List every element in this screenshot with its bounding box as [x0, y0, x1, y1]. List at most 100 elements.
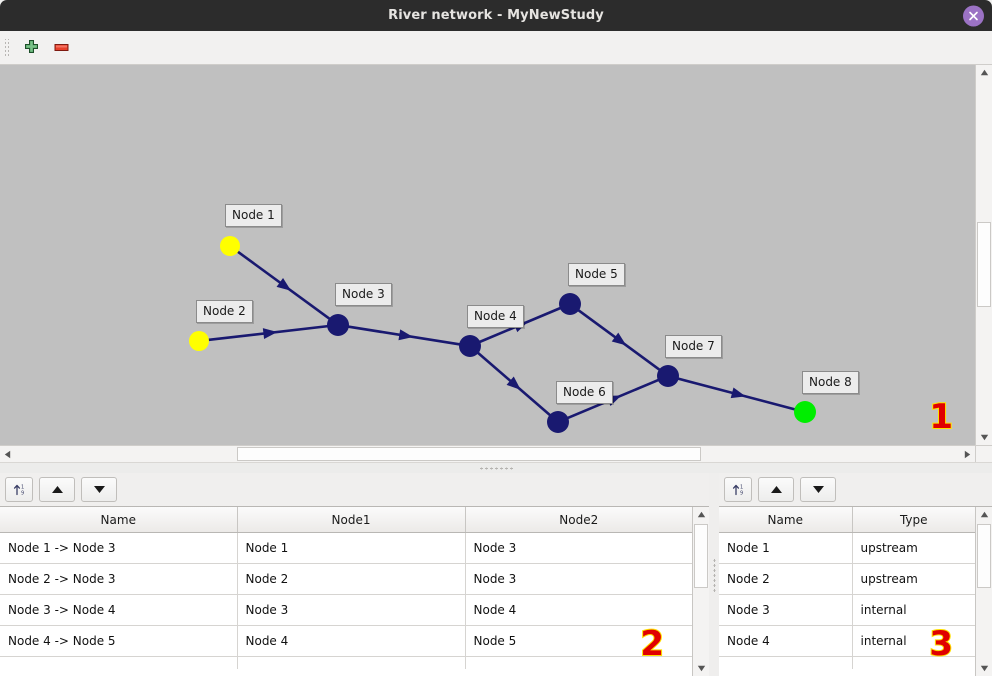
column-header-node2[interactable]: Node2	[465, 507, 692, 533]
sort-icon: 1 9	[13, 485, 24, 497]
svg-text:9: 9	[740, 491, 743, 497]
nodes-vscroll-thumb[interactable]	[977, 524, 991, 588]
table-cell[interactable]: Node 3	[237, 594, 466, 626]
graph-node[interactable]	[220, 236, 240, 256]
table-cell[interactable]: Node 3 -> Node 4	[0, 594, 238, 626]
table-cell[interactable]: Node 3	[465, 532, 692, 564]
graph-node-label[interactable]: Node 4	[467, 305, 524, 328]
graph-node[interactable]	[459, 335, 481, 357]
reaches-move-down-button[interactable]	[81, 477, 117, 502]
table-cell[interactable]: Node 5	[465, 625, 692, 657]
reaches-scroll-down-button[interactable]	[693, 661, 709, 676]
table-cell-empty	[719, 656, 853, 669]
close-icon	[969, 11, 978, 20]
graph-node-label[interactable]: Node 1	[225, 204, 282, 227]
table-cell[interactable]: Node 1	[719, 532, 853, 564]
table-cell[interactable]: internal	[852, 594, 975, 626]
graph-vertical-scrollbar[interactable]	[975, 65, 992, 445]
reaches-toolbar: 1 9	[0, 473, 709, 506]
table-cell[interactable]: upstream	[852, 532, 975, 564]
reaches-scroll-up-button[interactable]	[693, 507, 709, 522]
splitter-grip-icon	[479, 466, 513, 470]
add-node-button[interactable]	[16, 34, 46, 62]
graph-node[interactable]	[547, 411, 569, 433]
chevron-up-icon	[980, 69, 988, 76]
graph-view-row: Node 1 Node 2 Node 3 Node 4 Node 5 Node 6 Node…	[0, 65, 992, 445]
nodes-move-down-button[interactable]	[800, 477, 836, 502]
toolbar-grip[interactable]	[4, 38, 11, 57]
svg-text:9: 9	[21, 491, 24, 497]
graph-node-label[interactable]: Node 2	[196, 300, 253, 323]
chevron-up-icon	[980, 511, 988, 518]
graph-node[interactable]	[657, 365, 679, 387]
graph-node[interactable]	[327, 314, 349, 336]
scroll-left-button[interactable]	[0, 446, 15, 462]
scroll-up-button[interactable]	[976, 65, 992, 80]
graph-node[interactable]	[559, 293, 581, 315]
reaches-vertical-scrollbar[interactable]	[692, 507, 709, 676]
network-graph-canvas[interactable]: Node 1 Node 2 Node 3 Node 4 Node 5 Node 6 Node…	[0, 65, 975, 445]
graph-node[interactable]	[794, 401, 816, 423]
reaches-sort-button[interactable]: 1 9	[5, 477, 33, 502]
nodes-scroll-up-button[interactable]	[976, 507, 992, 522]
vertical-splitter[interactable]	[709, 473, 719, 676]
graph-node-label[interactable]: Node 5	[568, 263, 625, 286]
column-header-name[interactable]: Name	[719, 507, 853, 533]
table-cell[interactable]: Node 4 -> Node 5	[0, 625, 238, 657]
graph-node-label[interactable]: Node 7	[665, 335, 722, 358]
graph-vscroll-thumb[interactable]	[977, 222, 991, 307]
table-cell[interactable]: internal	[852, 625, 975, 657]
graph-node-label[interactable]: Node 3	[335, 283, 392, 306]
graph-nodes	[189, 236, 816, 433]
column-header-node1[interactable]: Node1	[237, 507, 466, 533]
table-cell[interactable]: Node 4	[719, 625, 853, 657]
table-cell[interactable]: upstream	[852, 563, 975, 595]
graph-hscroll-thumb[interactable]	[237, 447, 701, 461]
close-button[interactable]	[963, 5, 984, 26]
scroll-right-button[interactable]	[960, 446, 975, 462]
nodes-vscroll-track[interactable]	[976, 522, 992, 661]
table-cell[interactable]: Node 2	[719, 563, 853, 595]
edge-arrow-icon	[506, 376, 521, 390]
table-cell[interactable]: Node 3	[465, 563, 692, 595]
reaches-vscroll-thumb[interactable]	[694, 524, 708, 588]
reaches-move-up-button[interactable]	[39, 477, 75, 502]
table-cell[interactable]: Node 3	[719, 594, 853, 626]
scroll-down-button[interactable]	[976, 430, 992, 445]
horizontal-splitter[interactable]	[0, 462, 992, 473]
nodes-move-up-button[interactable]	[758, 477, 794, 502]
graph-node-label[interactable]: Node 6	[556, 381, 613, 404]
graph-node-label[interactable]: Node 8	[802, 371, 859, 394]
nodes-vertical-scrollbar[interactable]	[975, 507, 992, 676]
table-cell[interactable]: Node 1	[237, 532, 466, 564]
table-cell[interactable]: Node 4	[465, 594, 692, 626]
graph-hscroll-track[interactable]	[15, 446, 960, 462]
graph-node[interactable]	[189, 331, 209, 351]
graph-horizontal-scrollbar[interactable]	[0, 445, 992, 462]
edge-arrow-icon	[611, 332, 627, 346]
nodes-sort-button[interactable]: 1 9	[724, 477, 752, 502]
table-cell[interactable]: Node 2 -> Node 3	[0, 563, 238, 595]
column-header-type[interactable]: Type	[852, 507, 975, 533]
table-cell[interactable]: Node 2	[237, 563, 466, 595]
reaches-vscroll-track[interactable]	[693, 522, 709, 661]
table-cell[interactable]: Node 1 -> Node 3	[0, 532, 238, 564]
graph-vscroll-track[interactable]	[976, 80, 992, 430]
column-header-name[interactable]: Name	[0, 507, 238, 533]
remove-node-button[interactable]	[46, 34, 76, 62]
nodes-scroll-down-button[interactable]	[976, 661, 992, 676]
table-cell[interactable]: Node 4	[237, 625, 466, 657]
